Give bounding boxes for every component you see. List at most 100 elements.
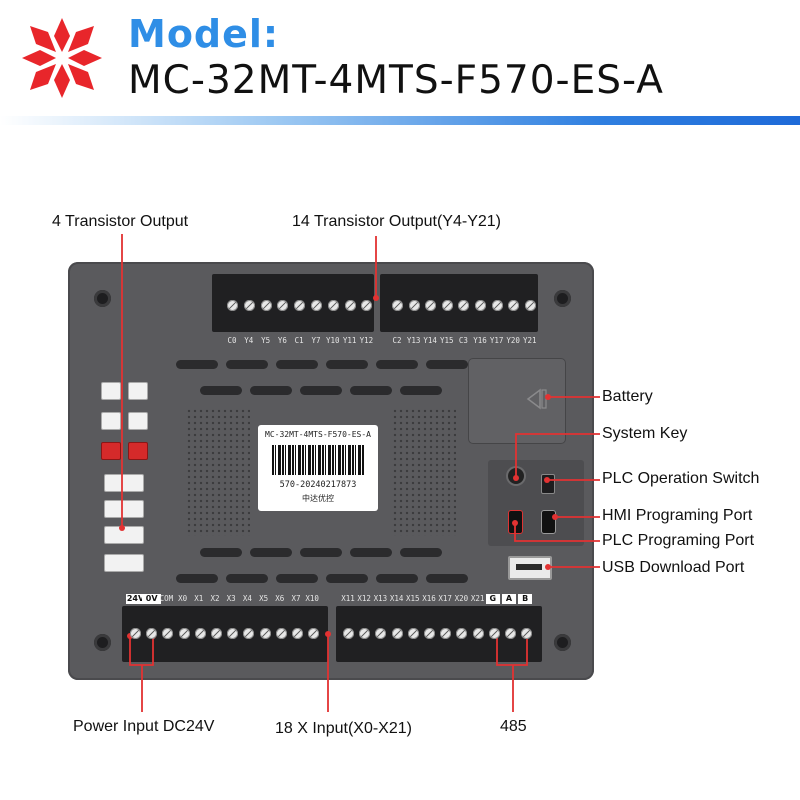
vent-slot xyxy=(426,360,468,369)
terminal-screw xyxy=(359,628,371,639)
vent-slot xyxy=(226,360,268,369)
callout-4-transistor-output: 4 Transistor Output xyxy=(52,213,189,230)
model-number: MC-32MT-4MTS-F570-ES-A xyxy=(128,58,664,103)
terminal-label-com: COM xyxy=(159,594,174,603)
terminal-label-x15: X15 xyxy=(406,594,420,603)
terminal-screw xyxy=(178,628,190,639)
terminal-label-y17: Y17 xyxy=(489,336,504,345)
terminal-screw xyxy=(521,628,533,639)
terminal-label-x17: X17 xyxy=(438,594,452,603)
usb-download-port[interactable] xyxy=(508,556,552,580)
terminal-label-x5: X5 xyxy=(259,594,269,603)
sticker-model: MC-32MT-4MTS-F570-ES-A xyxy=(265,430,371,439)
vent-slot xyxy=(350,548,392,557)
callout-485: 485 xyxy=(500,718,527,735)
terminal-screw xyxy=(475,300,486,311)
terminal-label-x3: X3 xyxy=(226,594,236,603)
terminal-screw xyxy=(407,628,419,639)
terminal-screw xyxy=(194,628,206,639)
terminal-screw xyxy=(524,300,536,311)
terminal-screw xyxy=(344,300,356,311)
transistor-output-connector xyxy=(104,554,144,572)
output-connector-red xyxy=(101,442,121,460)
terminal-label-y7: Y7 xyxy=(311,336,321,345)
terminal-screw xyxy=(391,628,403,639)
vent-slot xyxy=(300,548,342,557)
terminal-screw xyxy=(392,300,403,311)
terminal-label-x0: X0 xyxy=(178,594,188,603)
mount-hole xyxy=(94,290,111,307)
vent-slot xyxy=(426,574,468,583)
model-label: Model: xyxy=(128,12,280,56)
terminal-label-24v: 24V xyxy=(126,594,145,604)
terminal-label-y12: Y12 xyxy=(359,336,374,345)
terminal-label-x21: X21 xyxy=(470,594,485,603)
transistor-output-connector xyxy=(104,474,144,492)
terminal-label-x13: X13 xyxy=(373,594,388,603)
terminal-screw xyxy=(508,300,520,311)
sticker-serial: 570-20240217873 xyxy=(279,480,357,490)
vent-slot xyxy=(376,360,418,369)
product-sticker: MC-32MT-4MTS-F570-ES-A 570-20240217873 中… xyxy=(258,425,378,511)
callout-14-transistor-output: 14 Transistor Output(Y4-Y21) xyxy=(292,213,501,230)
terminal-label-b: B xyxy=(518,594,533,604)
mount-hole xyxy=(554,290,571,307)
terminal-screw xyxy=(361,300,373,311)
terminal-label-y20: Y20 xyxy=(506,336,520,345)
terminal-label-x2: X2 xyxy=(210,594,220,603)
terminal-label-y13: Y13 xyxy=(406,336,421,345)
callout-hmi-programming-port: HMI Programing Port xyxy=(602,507,753,524)
terminal-screw xyxy=(243,628,255,639)
terminal-screw xyxy=(294,300,306,311)
callout-power-input: Power Input DC24V xyxy=(73,718,215,735)
terminal-screw xyxy=(375,628,387,639)
terminal-screw xyxy=(146,628,158,639)
output-connector xyxy=(128,412,148,430)
terminal-label-y15: Y15 xyxy=(440,336,454,345)
output-connector xyxy=(128,382,148,400)
terminal-label-a: A xyxy=(502,594,516,604)
barcode xyxy=(272,445,364,475)
terminal-label-x16: X16 xyxy=(422,594,436,603)
transistor-output-connector xyxy=(104,500,144,518)
port-panel xyxy=(488,460,584,546)
terminal-screw xyxy=(130,628,141,639)
terminal-label-x4: X4 xyxy=(242,594,252,603)
terminal-label-x12: X12 xyxy=(357,594,371,603)
terminal-screw xyxy=(308,628,320,639)
vent-slot xyxy=(200,386,242,395)
terminal-screw xyxy=(162,628,174,639)
terminal-label-y4: Y4 xyxy=(244,336,254,345)
terminal-screw xyxy=(343,628,354,639)
vent-slot xyxy=(276,574,318,583)
vent-slot xyxy=(176,360,218,369)
terminal-screw xyxy=(425,300,437,311)
terminal-screw xyxy=(259,628,271,639)
terminal-screw xyxy=(243,300,255,311)
vent-slot xyxy=(250,386,292,395)
terminal-label-x14: X14 xyxy=(389,594,404,603)
terminal-screw xyxy=(505,628,516,639)
vent-slot xyxy=(350,386,392,395)
callout-usb-download-port: USB Download Port xyxy=(602,559,745,576)
terminal-label-x10: X10 xyxy=(305,594,319,603)
terminal-label-x6: X6 xyxy=(275,594,285,603)
callout-plc-programming-port: PLC Programing Port xyxy=(602,532,755,549)
terminal-screw xyxy=(456,628,468,639)
header-stripe xyxy=(0,116,800,125)
terminal-screw xyxy=(424,628,435,639)
vent-slot xyxy=(376,574,418,583)
mount-hole xyxy=(94,634,111,651)
terminal-label-x20: X20 xyxy=(454,594,469,603)
output-connector-red xyxy=(128,442,148,460)
terminal-label-y6: Y6 xyxy=(277,336,287,345)
terminal-label-y16: Y16 xyxy=(473,336,487,345)
terminal-label-c3: C3 xyxy=(458,336,468,345)
terminal-screw xyxy=(311,300,322,311)
terminal-screw xyxy=(488,628,500,639)
vent-slot xyxy=(226,574,268,583)
terminal-screw xyxy=(472,628,484,639)
output-connector xyxy=(101,382,121,400)
vent-slot xyxy=(400,548,442,557)
